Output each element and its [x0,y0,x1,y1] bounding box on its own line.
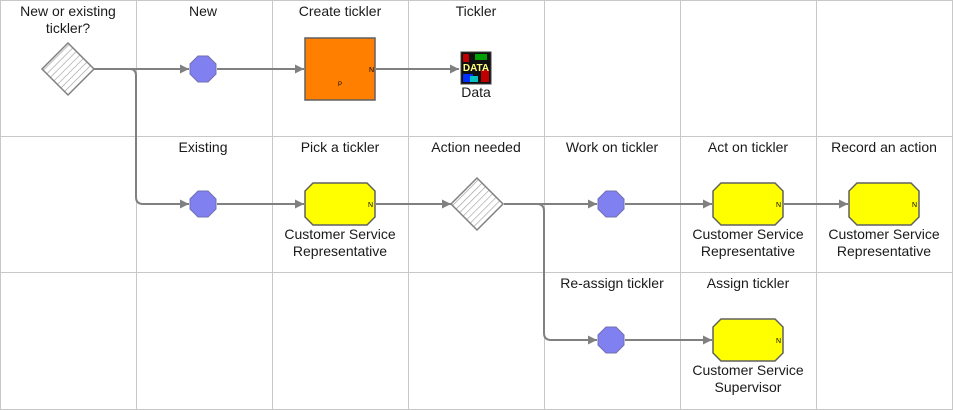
task-assign-tickler[interactable] [712,318,784,362]
event-existing[interactable] [189,190,217,218]
label-work-on-tickler: Work on tickler [565,139,659,155]
label-new: New [188,3,217,19]
label-create-tickler: Create tickler [298,3,382,19]
marker-create: N [369,67,374,74]
gateway-action-needed[interactable] [449,176,505,232]
label-pick-tickler: Pick a tickler [300,139,380,155]
task-act-on-tickler[interactable] [712,182,784,226]
event-new[interactable] [189,55,217,83]
task-pick-tickler[interactable] [304,182,376,226]
data-object-icon[interactable] [460,51,492,85]
event-work-on-tickler[interactable] [597,190,625,218]
task-record-action[interactable] [848,182,920,226]
role-record-action: Customer Service Representative [828,226,940,259]
label-tickler: Tickler [455,3,497,19]
label-assign-tickler: Assign tickler [706,275,790,291]
marker-create-p: P [338,82,342,88]
gateway-new-or-existing[interactable] [40,41,96,97]
label-new-or-existing: New or existing tickler? [20,3,116,36]
label-existing: Existing [178,139,228,155]
subprocess-create-tickler[interactable] [304,37,376,101]
role-assign-tickler: Customer Service Supervisor [692,362,804,395]
connectors [94,64,848,345]
connector-gateway-to-existing [94,68,189,209]
event-reassign-tickler[interactable] [597,326,625,354]
role-pick-tickler: Customer Service Representative [284,226,396,259]
marker-record: N [912,202,917,209]
marker-assign: N [776,338,781,345]
marker-pick: N [368,202,373,209]
label-act-on-tickler: Act on tickler [707,139,789,155]
connector-action-to-reassign [504,203,597,345]
label-record-action: Record an action [831,139,937,155]
label-action-needed: Action needed [431,139,521,155]
label-reassign-tickler: Re-assign tickler [560,275,664,291]
label-data-caption: Data [461,84,491,100]
role-act-on-tickler: Customer Service Representative [692,226,804,259]
marker-act: N [776,202,781,209]
data-icon-text: DATA [463,63,489,74]
